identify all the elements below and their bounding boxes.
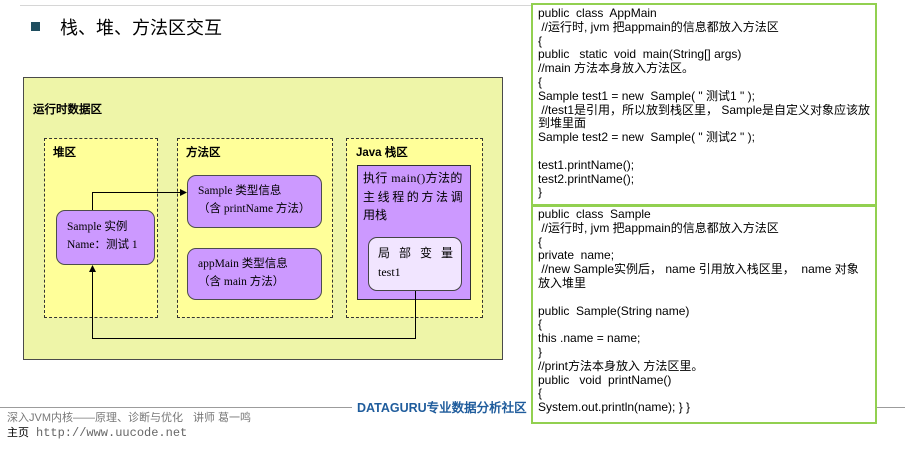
code-line: {	[538, 235, 543, 249]
call-stack-desc-line: 主线程的方法调	[363, 189, 466, 204]
footer-rule-right	[877, 407, 905, 408]
top-rule	[20, 5, 531, 6]
call-stack-desc-line: 执行 main()方法的	[363, 171, 463, 185]
code-line: test1.printName();	[538, 158, 635, 172]
code-line: this .name = name;	[538, 332, 641, 346]
homepage-label: 主页	[7, 427, 29, 439]
code-line: }	[538, 345, 543, 359]
code-blank-line	[538, 145, 872, 159]
sample-code-panel: public class Sample //运行时, jvm 把appmain的…	[531, 205, 877, 424]
code-line: }	[538, 186, 543, 200]
code-line: //test1是引用，所以放到栈区里， Sample是自定义对象应该放	[538, 103, 871, 117]
code-line: public void printName()	[538, 373, 672, 387]
code-line: {	[538, 318, 543, 332]
code-line: public class Sample	[538, 208, 651, 221]
appmain-type-info-title: appMain 类型信息	[198, 257, 288, 270]
code-line: Sample test2 = new Sample( " 测试2 " );	[538, 131, 755, 145]
homepage-url: http://www.uucode.net	[36, 426, 188, 440]
footer-rule	[0, 407, 352, 408]
code-line: Sample test1 = new Sample( " 测试1 " );	[538, 89, 755, 103]
code-line: System.out.println(name); } }	[538, 401, 691, 415]
appmain-code-panel: public class AppMain //运行时, jvm 把appmain…	[531, 3, 877, 206]
sample-instance-box: Sample 实例 Name：测试 1	[56, 210, 155, 265]
java-stack-region-label: Java 栈区	[356, 147, 408, 159]
code-line: private name;	[538, 249, 615, 263]
code-line: {	[538, 34, 543, 48]
heap-region-label: 堆区	[53, 147, 76, 159]
call-stack-desc-line: 用栈	[363, 208, 388, 222]
course-title: 深入JVM内核——原理、诊断与优化	[7, 412, 183, 424]
sample-type-info-box: Sample 类型信息 （含 printName 方法）	[187, 175, 322, 228]
code-line: //new Sample实例后， name 引用放入栈区里， name 对象	[538, 263, 859, 277]
code-line: //main 方法本身放入方法区。	[538, 62, 695, 76]
local-variable-test1: test1	[378, 265, 401, 279]
code-line: public static void main(String[] args)	[538, 48, 742, 62]
main-thread-call-stack-description: 执行 main()方法的 主线程的方法调 用栈	[363, 169, 467, 225]
course-info: 深入JVM内核——原理、诊断与优化讲师 葛一鸣	[7, 411, 251, 425]
homepage-info: 主页 http://www.uucode.net	[7, 426, 187, 440]
sample-type-info-detail: （含 printName 方法）	[198, 203, 311, 215]
code-line: {	[538, 387, 543, 401]
code-line: //运行时, jvm 把appmain的信息都放入方法区	[538, 221, 779, 235]
code-line: public Sample(String name)	[538, 304, 690, 318]
title-bullet-icon	[31, 22, 40, 31]
sample-instance-name: Name：测试 1	[67, 239, 138, 251]
method-area-region-label: 方法区	[186, 147, 221, 159]
sample-instance-title: Sample 实例	[67, 221, 128, 233]
appmain-type-info-box: appMain 类型信息 （含 main 方法）	[187, 248, 322, 300]
sample-type-info-title: Sample 类型信息	[198, 185, 282, 197]
lecturer-name: 讲师 葛一鸣	[193, 412, 252, 424]
code-line: //运行时, jvm 把appmain的信息都放入方法区	[538, 20, 779, 34]
code-line: 到堆里面	[538, 117, 587, 131]
code-line: test2.printName();	[538, 172, 635, 186]
code-blank-line	[538, 291, 872, 305]
slide-title: 栈、堆、方法区交互	[60, 18, 222, 38]
brand-label: DATAGURU专业数据分析社区	[357, 401, 527, 415]
local-variables-label: 局部变量	[378, 246, 463, 260]
code-line: 放入堆里	[538, 276, 587, 290]
runtime-data-area-label: 运行时数据区	[33, 104, 102, 116]
code-line: //print方法本身放入 方法区里。	[538, 359, 704, 373]
code-line: {	[538, 75, 543, 89]
code-line: public class AppMain	[538, 7, 657, 20]
appmain-type-info-detail: （含 main 方法）	[198, 275, 285, 288]
